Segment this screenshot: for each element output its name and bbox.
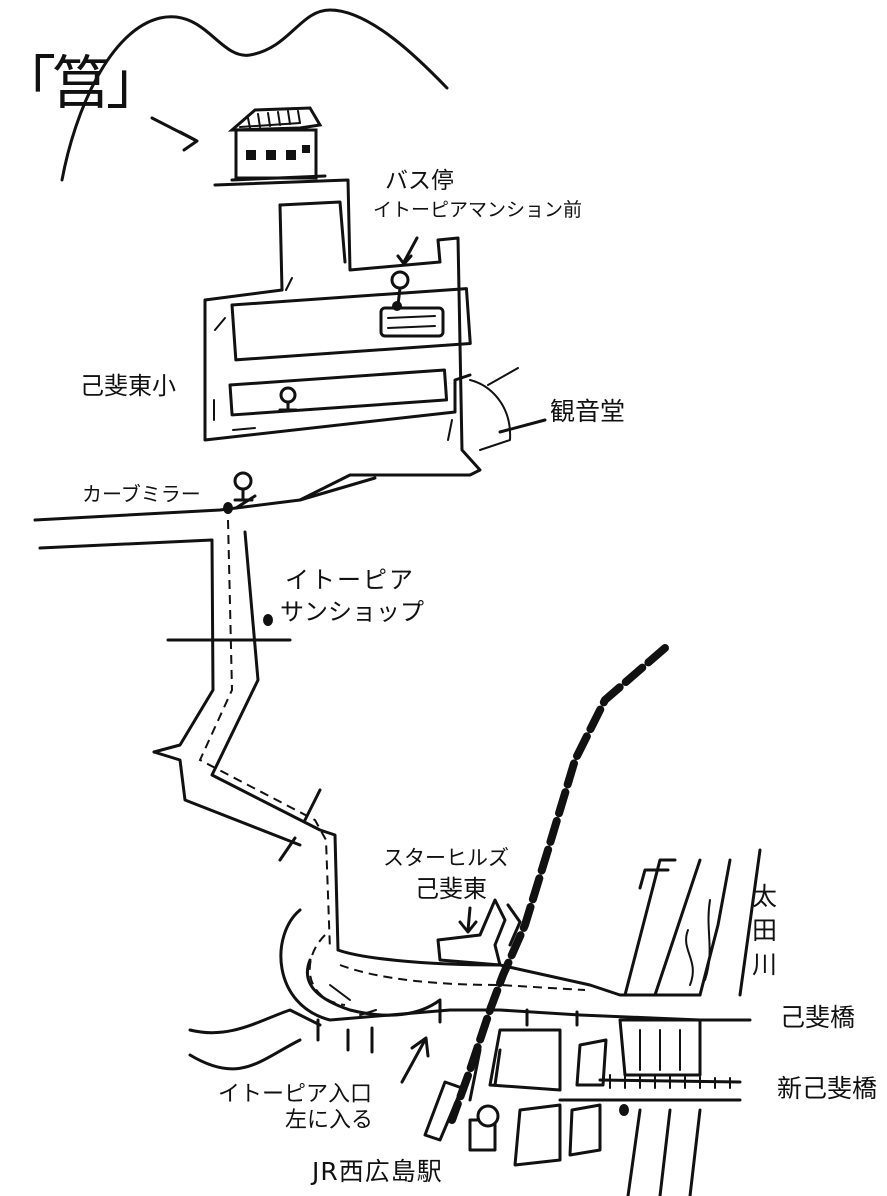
station-area (423, 1028, 608, 1167)
estate-roads (203, 178, 519, 502)
entrance-label-line2: 左に入る (285, 1108, 374, 1133)
starhills-building (436, 898, 522, 967)
bus-stop-name-label: イトーピアマンション前 (373, 199, 583, 221)
bridge-shinkoi-label: 新己斐橋 (777, 1074, 878, 1103)
bus-stop-label: バス停 (385, 168, 454, 194)
sunshop-label-line1: イトーピア (285, 566, 415, 594)
sunshop-marker (263, 614, 273, 626)
lower-junction-roads (188, 908, 752, 1071)
railway-line (448, 644, 669, 1124)
river-area (558, 848, 762, 1196)
sunshop-label-line2: サンショップ (280, 598, 424, 626)
station-label: JR西広島駅 (312, 1157, 443, 1186)
entrance-label-line1: イトーピア入口 (218, 1082, 373, 1107)
main-route-roads (33, 476, 377, 952)
apartment-icon (379, 306, 445, 338)
entrance-arrow-icon (400, 1036, 430, 1084)
river-label: 太田川 (752, 882, 778, 979)
school-pole-icon (278, 386, 298, 412)
mountain-outline (60, 8, 449, 182)
destination-title: 「筥」 (0, 49, 164, 117)
kannondo-pointer (498, 418, 547, 434)
kannondo-label: 観音堂 (550, 397, 626, 426)
bus-stop-icon (390, 236, 419, 311)
bridge-koi-label: 己斐橋 (780, 1003, 856, 1032)
school-label: 己斐東小 (80, 372, 176, 400)
curve-mirror-label: カーブミラー (82, 482, 201, 506)
starhills-label-line1: スターヒルズ (383, 846, 509, 870)
house-icon (227, 106, 327, 182)
starhills-label-line2: 己斐東 (415, 875, 487, 903)
arrow-to-house-icon (150, 116, 199, 152)
